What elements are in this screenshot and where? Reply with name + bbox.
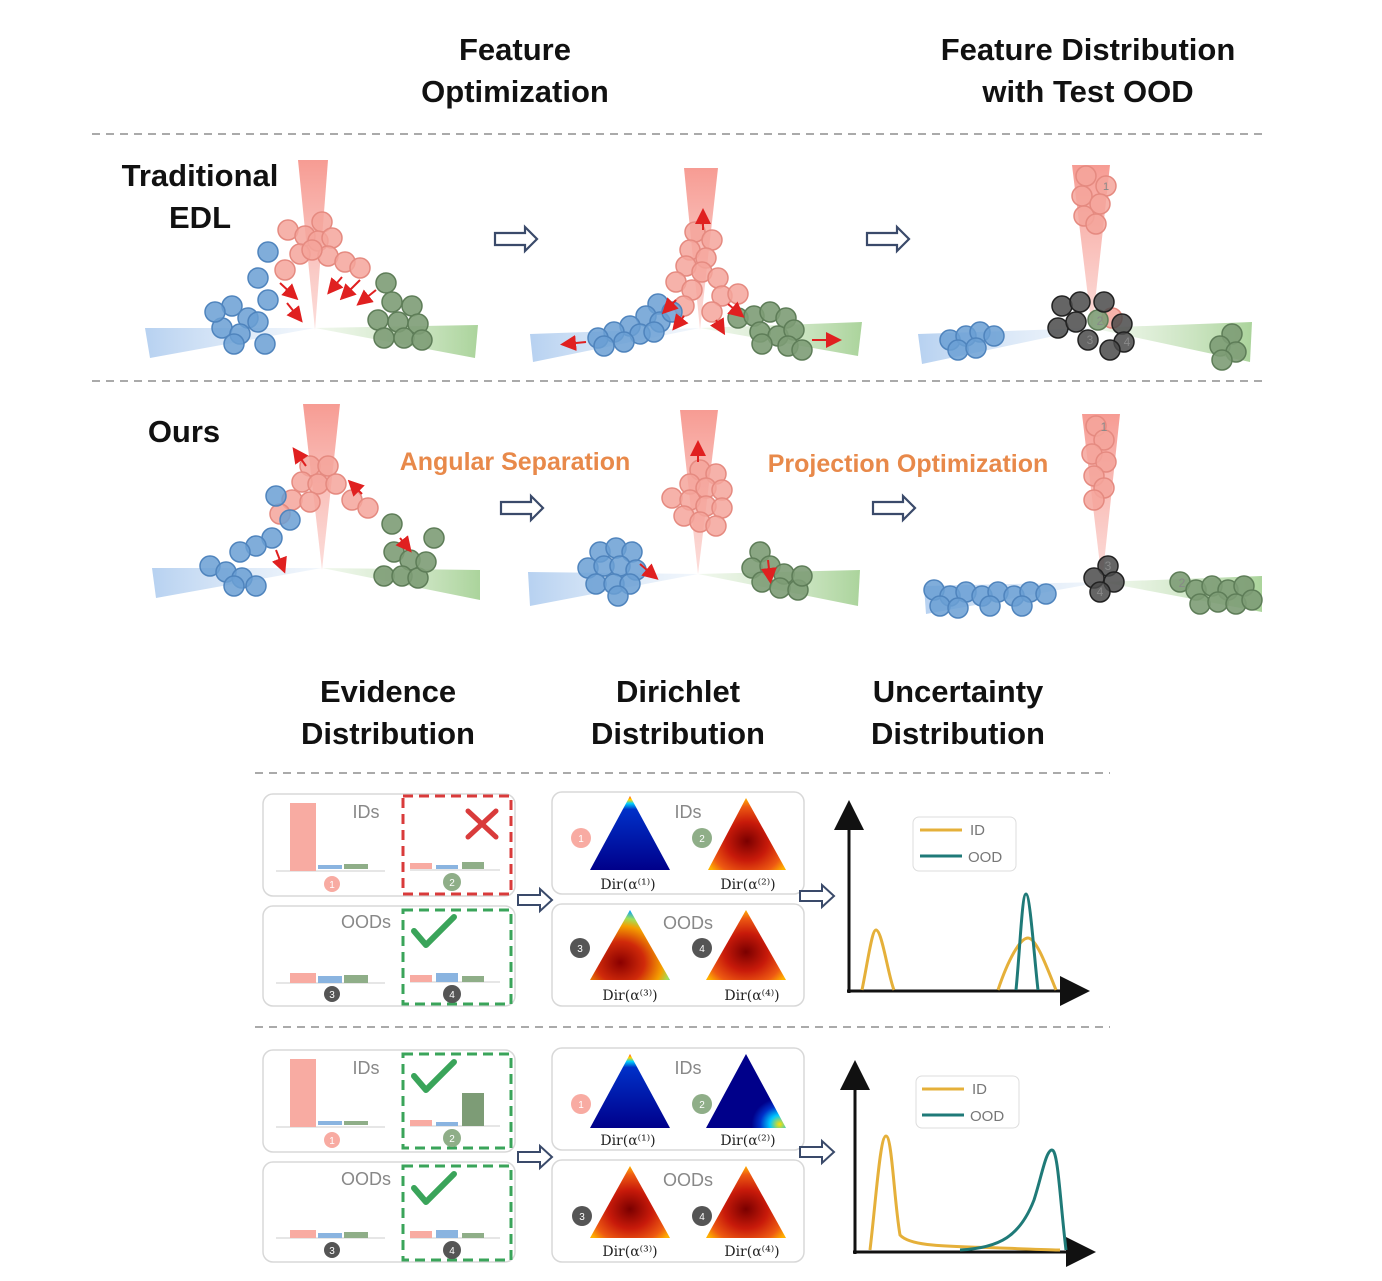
scene-ours-2	[528, 410, 860, 607]
svg-text:2: 2	[699, 1100, 705, 1111]
svg-text:2: 2	[1097, 314, 1104, 328]
svg-text:3: 3	[579, 1212, 585, 1223]
right-arrow-icon	[517, 1143, 554, 1171]
scene-ours-1	[152, 404, 480, 600]
svg-text:2: 2	[449, 878, 455, 889]
svg-text:1: 1	[578, 834, 584, 845]
svg-text:4: 4	[699, 944, 705, 955]
check-icon	[411, 914, 457, 948]
check-icon	[411, 1059, 457, 1093]
svg-text:1: 1	[578, 1100, 584, 1111]
header-uncertainty-line1: Uncertainty	[873, 674, 1044, 709]
row-label-traditional-line2: EDL	[169, 200, 231, 235]
right-arrow-icon	[517, 886, 554, 914]
svg-text:1: 1	[329, 1136, 335, 1147]
oods-label: OODs	[341, 1169, 391, 1189]
right-arrow-icon	[499, 493, 545, 523]
legend-ood: OOD	[968, 849, 1002, 866]
dirichlet-panel-traditional: IDs OODs 1 2 3 4 Dir(α⁽¹⁾) Dir(α⁽²⁾) Dir…	[551, 791, 805, 1007]
right-arrow-icon	[799, 1138, 836, 1166]
ids-label: IDs	[353, 1058, 380, 1078]
legend-id: ID	[970, 822, 985, 839]
svg-text:2: 2	[1179, 576, 1186, 590]
svg-text:4: 4	[1124, 335, 1131, 349]
legend-ood: OOD	[970, 1108, 1004, 1125]
ids-label: IDs	[675, 1058, 702, 1078]
scene-traditional-1	[145, 160, 478, 358]
svg-text:1: 1	[329, 880, 335, 891]
svg-text:4: 4	[449, 1246, 455, 1257]
dirichlet-label-3: Dir(α⁽³⁾)	[602, 988, 657, 1004]
dirichlet-label-2: Dir(α⁽²⁾)	[720, 877, 775, 893]
header-uncertainty-line2: Distribution	[871, 716, 1045, 751]
check-icon	[411, 1171, 457, 1205]
header-evidence-line2: Distribution	[301, 716, 475, 751]
dirichlet-label-1: Dir(α⁽¹⁾)	[600, 1133, 655, 1149]
header-feature-optimization-line1: Feature	[459, 32, 571, 67]
legend-id: ID	[972, 1081, 987, 1098]
right-arrow-icon	[871, 493, 917, 523]
oods-label: OODs	[663, 1170, 713, 1190]
evidence-panel-traditional: IDs 1 2 OODs 3 4	[262, 793, 516, 1007]
uncertainty-plot-ours: ID OOD	[840, 1060, 1096, 1267]
row-label-ours: Ours	[148, 414, 220, 449]
ids-label: IDs	[675, 802, 702, 822]
header-dirichlet-line1: Dirichlet	[616, 674, 740, 709]
annotation-projection-optimization: Projection Optimization	[768, 450, 1049, 478]
dirichlet-panel-ours: IDs OODs 1 2 3 4 Dir(α⁽¹⁾) Dir(α⁽²⁾) Dir…	[551, 1047, 805, 1263]
header-feature-optimization-line2: Optimization	[421, 74, 609, 109]
svg-text:3: 3	[329, 1246, 335, 1257]
uncertainty-plot-traditional: ID OOD	[834, 800, 1090, 1006]
header-evidence-line1: Evidence	[320, 674, 456, 709]
dirichlet-label-3: Dir(α⁽³⁾)	[602, 1244, 657, 1260]
right-arrow-icon	[493, 224, 539, 254]
svg-text:3: 3	[329, 990, 335, 1001]
right-arrow-icon	[799, 882, 836, 910]
svg-text:4: 4	[449, 990, 455, 1001]
svg-text:2: 2	[699, 834, 705, 845]
scene-traditional-2	[530, 168, 862, 362]
oods-label: OODs	[663, 913, 713, 933]
svg-text:2: 2	[449, 1134, 455, 1145]
svg-text:3: 3	[1105, 559, 1112, 573]
cross-icon	[465, 808, 499, 840]
evidence-panel-ours: IDs 1 2 OODs 3 4	[262, 1049, 516, 1263]
annotation-angular-separation: Angular Separation	[400, 448, 631, 476]
svg-text:4: 4	[1097, 585, 1104, 599]
header-dirichlet-line2: Distribution	[591, 716, 765, 751]
header-feature-distribution-line2: with Test OOD	[981, 74, 1193, 109]
dirichlet-label-1: Dir(α⁽¹⁾)	[600, 877, 655, 893]
row-label-traditional-line1: Traditional	[122, 158, 279, 193]
oods-label: OODs	[341, 912, 391, 932]
flow-arrows-top	[493, 224, 917, 523]
dirichlet-label-2: Dir(α⁽²⁾)	[720, 1133, 775, 1149]
scene-traditional-3: 1 2 3 4	[918, 165, 1252, 371]
right-arrow-icon	[865, 224, 911, 254]
dirichlet-label-4: Dir(α⁽⁴⁾)	[724, 1244, 779, 1260]
svg-text:1: 1	[1101, 420, 1108, 434]
svg-text:1: 1	[1103, 181, 1109, 193]
svg-text:3: 3	[577, 944, 583, 955]
dirichlet-label-4: Dir(α⁽⁴⁾)	[724, 988, 779, 1004]
svg-text:3: 3	[1087, 333, 1094, 347]
scene-ours-3: 1 2 3 4	[923, 414, 1263, 619]
svg-text:4: 4	[699, 1212, 705, 1223]
ids-label: IDs	[353, 802, 380, 822]
header-feature-distribution-line1: Feature Distribution	[941, 32, 1236, 67]
